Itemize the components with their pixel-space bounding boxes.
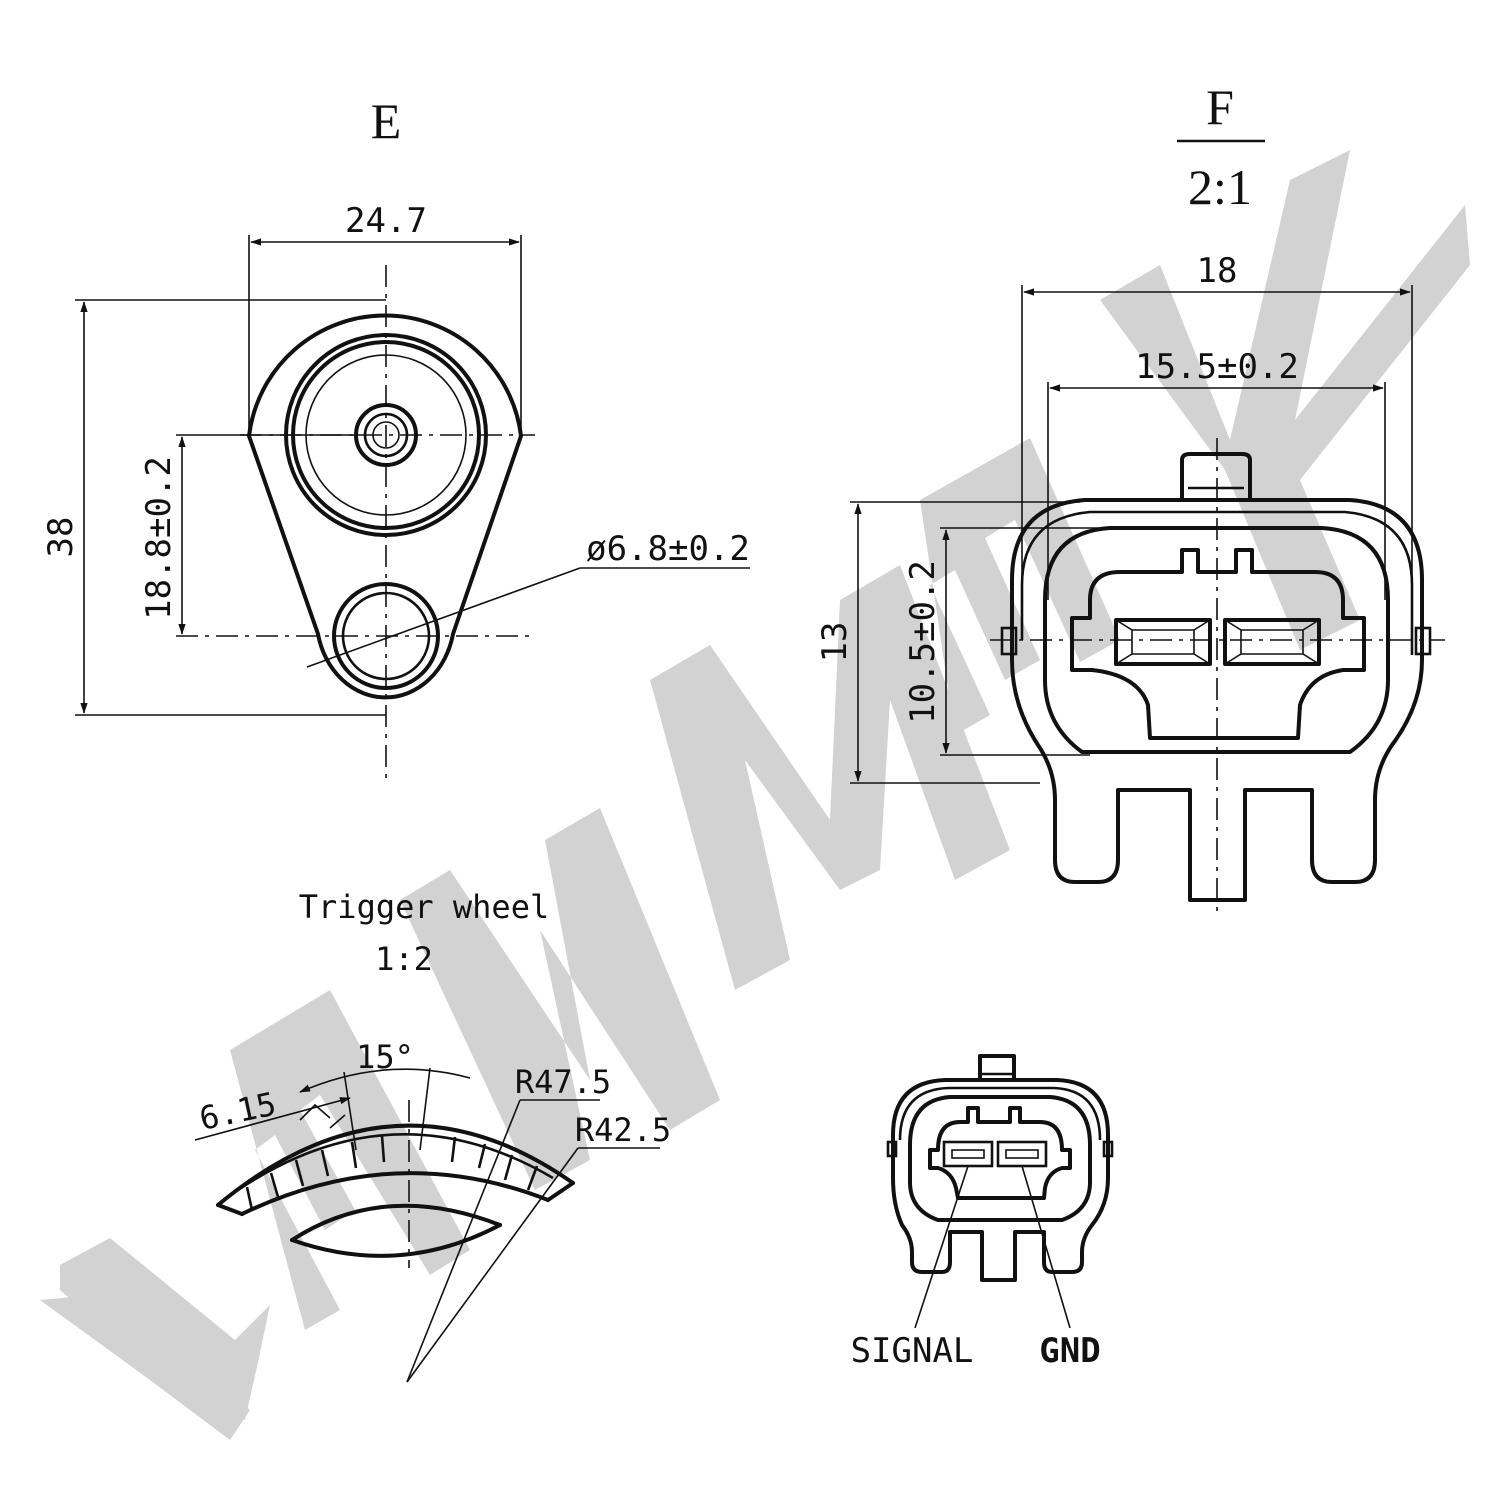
wheel-bottom-arc — [290, 1223, 502, 1258]
dim-angle-label: 15° — [356, 1038, 414, 1076]
dim-f-outer-width-label: 18 — [1197, 251, 1238, 291]
angle-ext-left — [343, 1071, 357, 1151]
pinout-shroud — [908, 1095, 1092, 1222]
wheel-outer-arc — [216, 1123, 575, 1207]
wheel-hub-arc — [290, 1203, 502, 1242]
pinout-housing-inner — [898, 1086, 1102, 1141]
sensor-body-outline — [247, 313, 523, 700]
pin-gnd-label: GND — [1039, 1331, 1100, 1371]
view-f: F 2:1 18 15 — [815, 79, 1445, 915]
wheel-teeth — [245, 1103, 539, 1211]
dim-height-label: 38 — [41, 517, 81, 558]
dim-inner-radius-label: R42.5 — [575, 1111, 671, 1149]
pinout-terminal-signal — [942, 1140, 994, 1168]
pinout-cavity — [928, 1106, 1072, 1200]
dim-outer-radius-label: R47.5 — [515, 1063, 611, 1101]
connector-shroud — [1043, 526, 1390, 754]
pinout-terminal-gnd — [996, 1140, 1048, 1168]
view-e: E 24.7 38 18.8±0.2 ø6.8±0.2 — [41, 93, 750, 780]
connector-housing-outer — [1010, 498, 1424, 902]
signal-leader-line — [914, 1165, 969, 1329]
angle-ext-right — [419, 1067, 431, 1151]
terminal-gnd — [1223, 618, 1321, 666]
dim-f-inner-width-label: 15.5±0.2 — [1135, 347, 1299, 387]
connector-latch — [1180, 452, 1252, 502]
terminal-signal — [1114, 618, 1212, 666]
outer-radius-leader — [406, 1099, 521, 1383]
pinout-housing-outer — [891, 1078, 1110, 1282]
angle-arc — [299, 1068, 471, 1093]
trigger-wheel-title: Trigger wheel — [299, 888, 549, 926]
pinout-rib-right — [1102, 1140, 1114, 1158]
connector-rib-right — [1414, 626, 1432, 656]
wheel-inner-arc — [240, 1171, 550, 1216]
watermark-logo — [40, 150, 1470, 1440]
inner-radius-leader — [406, 1147, 579, 1383]
gnd-leader-line — [1021, 1165, 1071, 1329]
pin-signal-label: SIGNAL — [851, 1331, 974, 1371]
dim-hole-label: ø6.8±0.2 — [586, 529, 750, 569]
view-pinout: SIGNAL GND — [851, 1054, 1114, 1371]
dim-f-inner-height-label: 10.5±0.2 — [903, 560, 943, 724]
view-e-title: E — [371, 93, 402, 149]
dim-f-outer-height-label: 13 — [815, 622, 855, 663]
trigger-wheel-scale: 1:2 — [375, 940, 433, 978]
hole-leader-line — [306, 567, 581, 668]
dim-width-label: 24.7 — [345, 201, 427, 241]
tooth-dim-line — [194, 1097, 351, 1141]
view-f-title: F — [1206, 79, 1234, 135]
connector-cavity — [1070, 548, 1366, 740]
dim-center-distance-label: 18.8±0.2 — [139, 456, 179, 620]
wheel-end-left — [216, 1203, 244, 1216]
pinout-latch — [978, 1054, 1016, 1082]
view-f-scale: 2:1 — [1188, 159, 1252, 215]
connector-housing-inner — [1020, 510, 1414, 655]
wheel-end-right — [546, 1181, 575, 1202]
connector-rib-left — [1000, 626, 1018, 656]
pinout-rib-left — [886, 1140, 898, 1158]
